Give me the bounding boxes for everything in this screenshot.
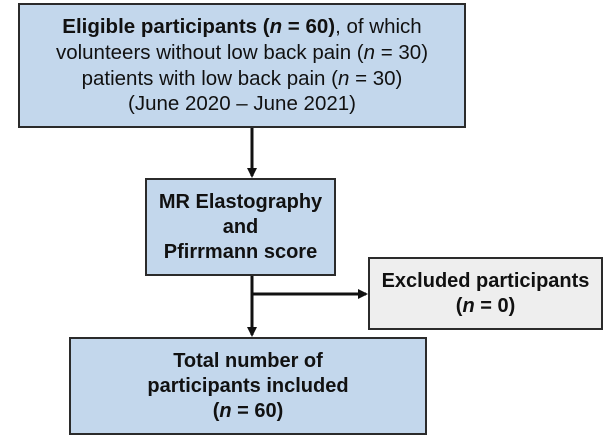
eligible-line-2: volunteers without low back pain (n = 30… bbox=[56, 40, 428, 66]
volunteers-count: = 30) bbox=[375, 40, 429, 64]
eligible-line-1: Eligible participants (n = 60), of which bbox=[62, 14, 421, 40]
excluded-count: = 0) bbox=[474, 294, 516, 317]
paren-open: ( bbox=[455, 294, 463, 317]
n-label: n bbox=[269, 15, 283, 39]
eligible-line-3: patients with low back pain (n = 30) bbox=[82, 66, 403, 92]
eligible-count: = 60) bbox=[282, 15, 336, 39]
eligible-title: Eligible participants ( bbox=[62, 15, 270, 39]
eligible-suffix: , of which bbox=[335, 15, 422, 39]
total-participants-box: Total number of participants included (n… bbox=[69, 337, 427, 435]
volunteers-label: volunteers without low back pain ( bbox=[55, 40, 364, 64]
assessment-line-2: and bbox=[222, 215, 259, 238]
n-label: n bbox=[337, 66, 350, 90]
excluded-count-line: (n = 0) bbox=[456, 294, 515, 319]
total-line-1: Total number of bbox=[173, 349, 323, 372]
assessment-box: MR Elastography and Pfirrmann score bbox=[145, 178, 336, 276]
paren-open: ( bbox=[212, 399, 220, 422]
eligible-participants-box: Eligible participants (n = 60), of which… bbox=[18, 3, 466, 128]
total-count-line: (n = 60) bbox=[213, 399, 284, 424]
n-label: n bbox=[219, 399, 232, 422]
total-count: = 60) bbox=[231, 399, 284, 422]
patients-count: = 30) bbox=[349, 66, 403, 90]
n-label: n bbox=[462, 294, 475, 317]
assessment-line-1: MR Elastography bbox=[158, 190, 323, 213]
total-line-2: participants included bbox=[147, 374, 349, 397]
excluded-participants-box: Excluded participants (n = 0) bbox=[368, 257, 603, 330]
assessment-line-3: Pfirrmann score bbox=[163, 240, 318, 263]
n-label: n bbox=[363, 40, 376, 64]
study-period: (June 2020 – June 2021) bbox=[128, 92, 356, 116]
excluded-title: Excluded participants bbox=[381, 269, 590, 292]
patients-label: patients with low back pain ( bbox=[81, 66, 338, 90]
